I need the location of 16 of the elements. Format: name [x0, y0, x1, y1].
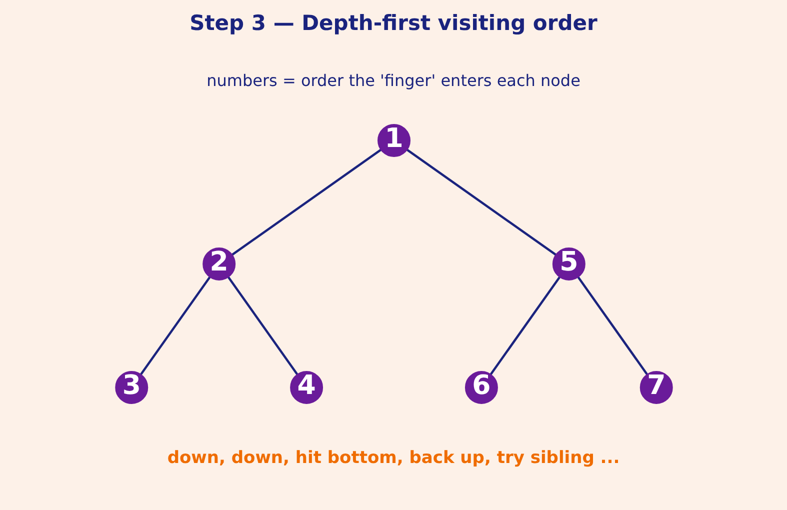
connector	[226, 276, 298, 376]
connector	[230, 148, 382, 256]
subtitle-note: numbers = order the 'finger' enters each node	[206, 71, 580, 90]
node-circle: 6	[464, 371, 498, 404]
connector	[139, 276, 211, 376]
node-circle: 3	[114, 371, 148, 404]
node-circle: 7	[639, 371, 672, 404]
node-circle: 2	[202, 248, 236, 280]
caption-note: down, down, hit bottom, back up, try sibling ...	[167, 448, 620, 468]
connector	[488, 276, 560, 376]
node-circle: 4	[290, 371, 323, 404]
node-circle: 5	[552, 248, 585, 280]
connector	[405, 148, 556, 256]
diagram-title: Step 3 — Depth-first visiting order	[190, 11, 598, 35]
node-circle: 1	[377, 124, 410, 157]
connector	[576, 276, 648, 376]
